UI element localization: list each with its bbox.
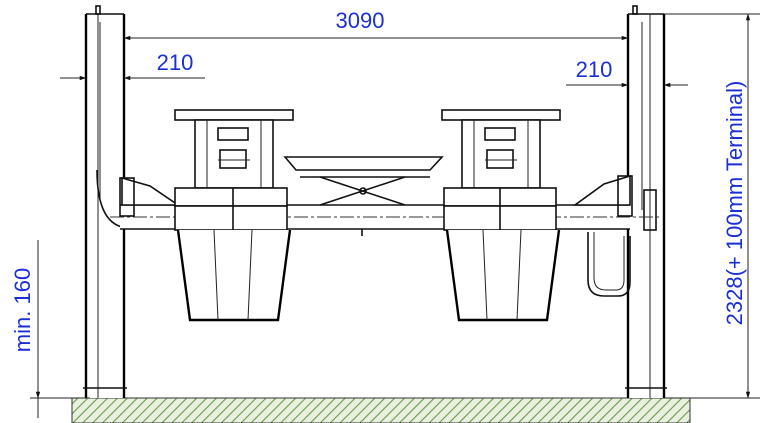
dimension-right-column-210: 210 (566, 57, 688, 88)
floor (71, 397, 691, 423)
right-jack-assembly (441, 109, 561, 322)
hydraulic-hose (587, 232, 631, 297)
dimension-label-right-210: 210 (576, 57, 613, 82)
dimension-left-column-210: 210 (60, 50, 205, 81)
right-column (625, 5, 667, 398)
dimension-label-left-210: 210 (157, 50, 194, 75)
dimension-label-height: 2328(+ 100mm Terminal) (722, 81, 747, 326)
dimension-label-3090: 3090 (336, 8, 385, 33)
center-scissor-jack (283, 156, 444, 206)
dimension-min-160: min. 160 (10, 240, 90, 418)
dimension-total-height: 2328(+ 100mm Terminal) (664, 13, 760, 399)
dimension-label-min-160: min. 160 (10, 268, 35, 352)
left-jack-assembly (174, 109, 294, 322)
dimension-width-3090: 3090 (123, 8, 629, 41)
